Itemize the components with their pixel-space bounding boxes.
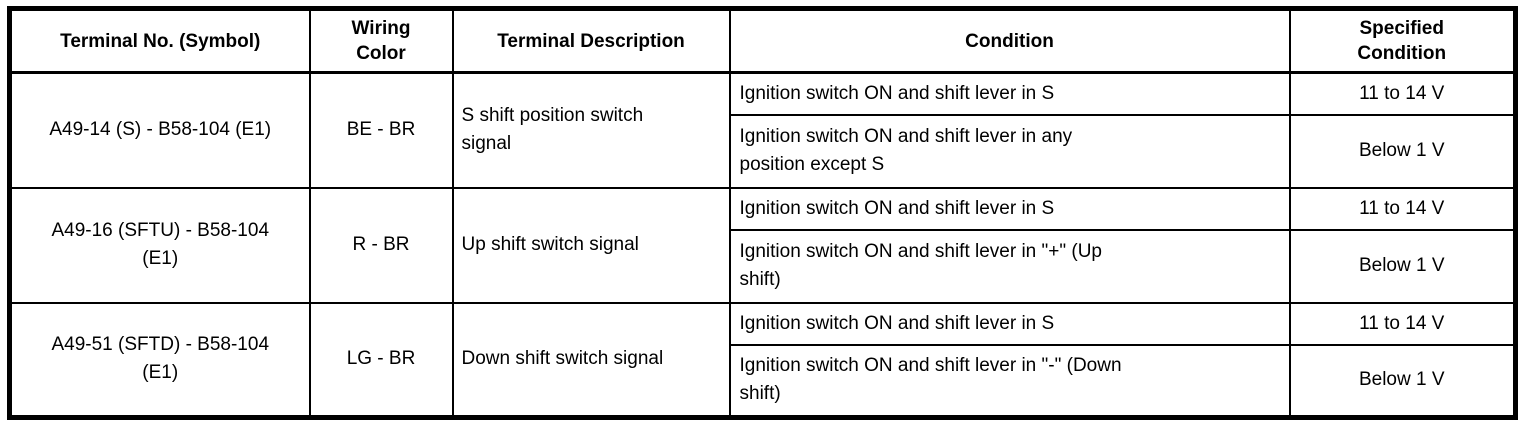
- table-row: Ignition switch ON and shift lever in an…: [10, 113, 1517, 189]
- table-row: Ignition switch ON and shift lever in "+…: [10, 228, 1517, 304]
- condition-cell: Ignition switch ON and shift lever in S: [728, 186, 1291, 231]
- condition-cell: Ignition switch ON and shift lever in "+…: [728, 228, 1291, 304]
- specified-condition-cell: 11 to 14 V: [1288, 71, 1517, 116]
- col-header-wiring-color: Wiring Color: [308, 7, 454, 74]
- terminal-no-cell: A49-14 (S) - B58-104 (E1): [8, 71, 311, 189]
- terminal-no-cell: A49-16 (SFTU) - B58-104 (E1): [8, 186, 311, 304]
- specified-condition-cell: Below 1 V: [1288, 343, 1517, 419]
- col-header-specified-condition: Specified Condition: [1288, 7, 1517, 74]
- wiring-color-cell: R - BR: [308, 186, 454, 304]
- col-header-terminal-description: Terminal Description: [451, 7, 731, 74]
- condition-cell: Ignition switch ON and shift lever in S: [728, 71, 1291, 116]
- wiring-color-cell: LG - BR: [308, 301, 454, 419]
- terminal-description-cell: Down shift switch signal: [451, 301, 731, 419]
- table-row: A49-16 (SFTU) - B58-104 (E1) R - BR Up s…: [8, 186, 1517, 304]
- specified-condition-cell: 11 to 14 V: [1288, 301, 1517, 346]
- terminal-no-cell: A49-51 (SFTD) - B58-104 (E1): [8, 301, 311, 419]
- condition-cell: Ignition switch ON and shift lever in "-…: [728, 343, 1291, 419]
- specified-condition-cell: Below 1 V: [1288, 228, 1517, 304]
- terminal-spec-table: Terminal No. (Symbol) Wiring Color Termi…: [7, 6, 1518, 420]
- terminal-description-cell: Up shift switch signal: [451, 186, 731, 304]
- header-row: Terminal No. (Symbol) Wiring Color Termi…: [8, 7, 1517, 74]
- terminal-description-cell: S shift position switch signal: [451, 71, 731, 189]
- wiring-color-cell: BE - BR: [308, 71, 454, 189]
- table-row: A49-14 (S) - B58-104 (E1) BE - BR S shif…: [8, 71, 1517, 189]
- condition-cell: Ignition switch ON and shift lever in an…: [728, 113, 1291, 189]
- col-header-terminal-no: Terminal No. (Symbol): [8, 7, 311, 74]
- specified-condition-cell: Below 1 V: [1288, 113, 1517, 189]
- condition-cell: Ignition switch ON and shift lever in S: [728, 301, 1291, 346]
- col-header-condition: Condition: [728, 7, 1291, 74]
- table-row: A49-51 (SFTD) - B58-104 (E1) LG - BR Dow…: [8, 301, 1517, 419]
- specified-condition-cell: 11 to 14 V: [1288, 186, 1517, 231]
- table-row: Ignition switch ON and shift lever in "-…: [10, 343, 1517, 419]
